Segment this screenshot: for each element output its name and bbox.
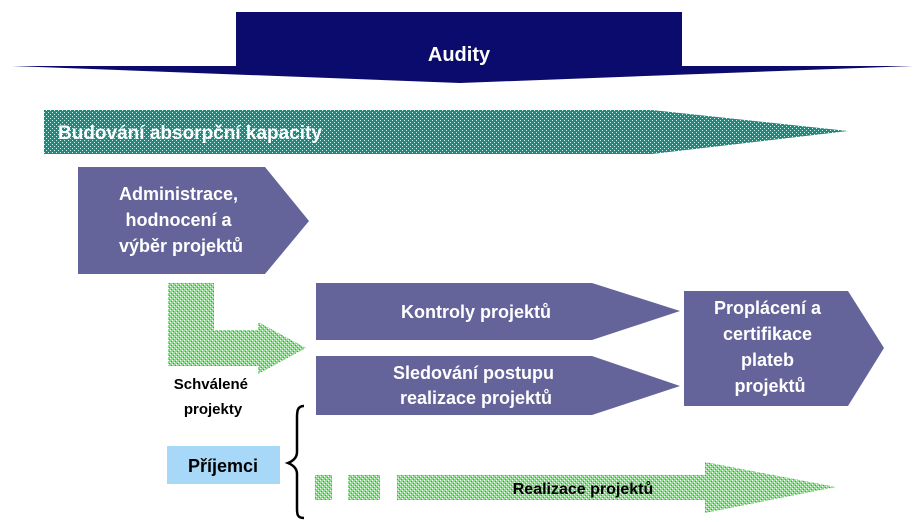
absorption-arrow-shape <box>44 110 848 154</box>
admin-step: Administrace, hodnocení a výběr projektů <box>78 167 309 274</box>
controls-label: Kontroly projektů <box>401 302 551 322</box>
recipients-box-shape <box>167 446 280 484</box>
payment-line: certifikace <box>723 324 812 344</box>
monitoring-step-shape <box>316 356 680 415</box>
absorption-arrow: Budování absorpční kapacity <box>44 110 848 154</box>
approved-label: projekty <box>184 401 243 418</box>
monitoring-line: Sledování postupu <box>393 363 554 383</box>
approved-arrow-shape <box>168 283 306 374</box>
admin-line: výběr projektů <box>119 236 243 256</box>
monitoring-line: realizace projektů <box>400 388 552 408</box>
audits-label: Audity <box>428 44 491 66</box>
monitoring-step: Sledování postupu realizace projektů <box>316 356 680 415</box>
admin-line: hodnocení a <box>125 210 232 230</box>
payment-step-shape <box>684 291 884 406</box>
realization-dash <box>348 475 380 500</box>
svg-text:Schválené projekty: Schválené projekty <box>174 376 252 418</box>
payment-line: Proplácení a <box>714 298 822 318</box>
payment-line: projektů <box>734 376 805 396</box>
approved-arrow: Schválené projekty <box>168 283 306 418</box>
realization-arrow-shape <box>397 462 836 513</box>
admin-step-shape <box>78 167 309 274</box>
svg-text:Administrace, hodnocení: Administrace, hodnocení a výběr projektů <box>119 184 243 256</box>
controls-step: Kontroly projektů <box>316 283 680 340</box>
absorption-label: Budování absorpční kapacity <box>58 123 322 144</box>
svg-text:Proplácení a certifikace: Proplácení a certifikace plateb projektů <box>714 298 826 396</box>
recipients-label: Příjemci <box>188 456 258 476</box>
audits-banner: Audity <box>12 12 913 83</box>
payment-step: Proplácení a certifikace plateb projektů <box>684 291 884 406</box>
curly-brace <box>284 404 305 520</box>
admin-line: Administrace, <box>119 184 238 204</box>
svg-text:Sledování postupu realiz: Sledování postupu realizace projektů <box>393 363 559 408</box>
recipients-box: Příjemci <box>167 446 280 484</box>
approved-label: Schválené <box>174 376 248 393</box>
audits-arrow-shape <box>12 12 913 83</box>
realization-arrow: Realizace projektů <box>315 462 836 513</box>
realization-dash <box>315 475 332 500</box>
realization-label: Realizace projektů <box>513 481 654 498</box>
controls-step-shape <box>316 283 680 340</box>
payment-line: plateb <box>741 350 794 370</box>
